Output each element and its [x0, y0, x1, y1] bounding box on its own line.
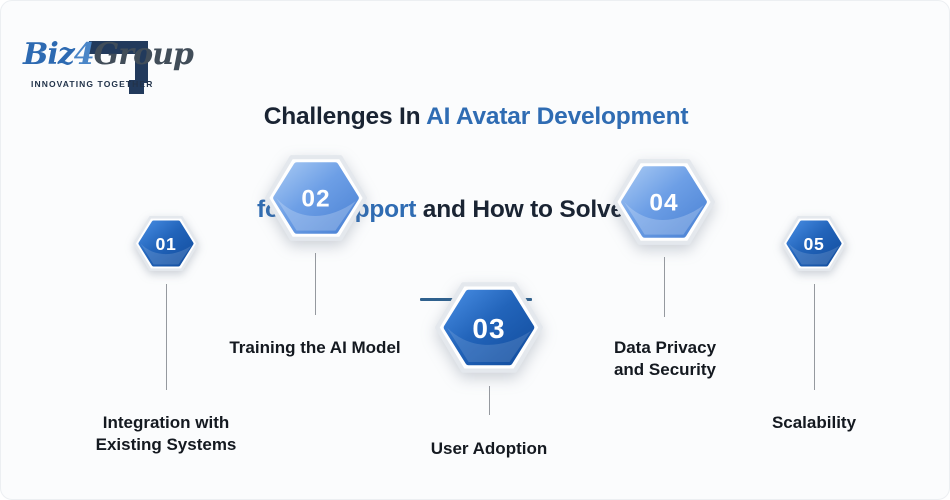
step-label-03: User Adoption	[430, 439, 548, 458]
connector-line-05	[814, 284, 815, 390]
step-label-05: Scalability	[771, 413, 857, 432]
hexagon-badge-01: 01	[133, 215, 199, 272]
hexagon-number: 05	[804, 234, 825, 254]
connector-line-04	[664, 257, 665, 317]
logo-text-4: 4	[73, 37, 95, 72]
step-label-02: Training the AI Model	[229, 338, 401, 357]
connector-line-02	[315, 253, 316, 315]
hexagon-number: 01	[156, 234, 177, 254]
hexagon-badge-04: 04	[613, 159, 715, 245]
logo-bracket-icon	[89, 41, 148, 94]
step-label-04: Data Privacy and Security	[613, 338, 717, 379]
hexagon-badge-03: 03	[435, 282, 543, 373]
logo-wordmark: Biz4Group	[23, 37, 213, 72]
logo-text-group: Group	[93, 37, 194, 72]
hexagon-number: 04	[649, 190, 678, 217]
title-line-1: Challenges In AI Avatar Development	[263, 103, 689, 130]
hexagon-number: 02	[301, 186, 330, 213]
hexagon-number: 03	[472, 313, 505, 344]
hexagon-badge-02: 02	[265, 155, 368, 241]
biz4group-logo: Biz4Group INNOVATING TOGETHER	[23, 15, 213, 95]
step-label-01: Integration with Existing Systems	[95, 413, 237, 454]
logo-tagline: INNOVATING TOGETHER	[31, 79, 154, 89]
connector-line-01	[166, 284, 167, 390]
logo-text-biz: Biz	[23, 37, 75, 72]
hexagon-badge-05: 05	[781, 215, 847, 272]
connector-line-03	[489, 386, 490, 415]
